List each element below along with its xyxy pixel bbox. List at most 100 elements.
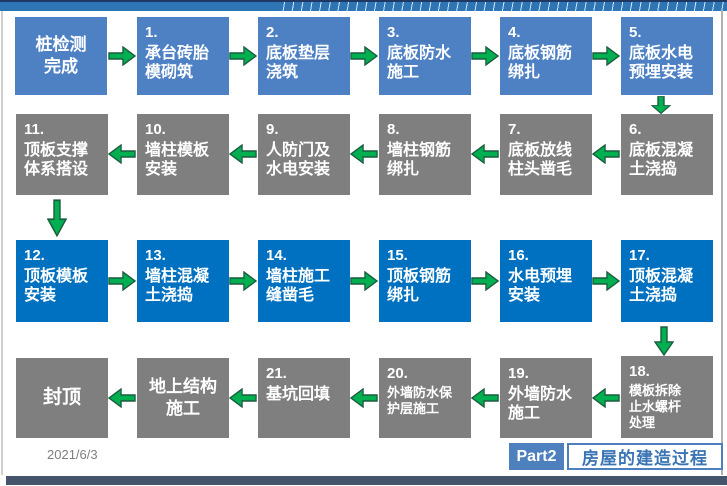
step-label: 底板垫层 浇筑 <box>266 45 331 82</box>
arrow-right-icon <box>350 46 378 66</box>
flow-box-step-4: 4. 底板钢筋 绑扎 <box>500 17 592 95</box>
flow-box-step-16: 16. 水电预埋 安装 <box>500 240 592 322</box>
step-number: 10. <box>145 121 166 138</box>
flow-box-step-15: 15. 顶板钢筋 绑扎 <box>379 240 471 322</box>
step-number: 8. <box>387 121 400 138</box>
flow-box-step-19: 19. 外墙防水 施工 <box>500 358 592 438</box>
step-number: 21. <box>266 365 287 382</box>
step-number: 17. <box>629 247 650 264</box>
step-number: 3. <box>387 24 400 41</box>
flow-box-end: 封顶 <box>16 358 108 438</box>
step-label: 墙柱模板 安装 <box>145 142 210 179</box>
flow-box-step-13: 13. 墙柱混凝 土浇捣 <box>137 240 229 322</box>
step-number: 7. <box>508 121 521 138</box>
arrow-left-icon <box>592 144 620 164</box>
flow-box-step-11: 11. 顶板支撑 体系搭设 <box>16 114 108 195</box>
step-number: 12. <box>24 247 45 264</box>
arrow-right-icon <box>350 271 378 291</box>
step-label: 墙柱钢筋 绑扎 <box>387 142 452 179</box>
step-label: 顶板支撑 体系搭设 <box>24 142 89 179</box>
step-label: 顶板钢筋 绑扎 <box>387 268 452 305</box>
arrow-left-icon <box>471 388 499 408</box>
arrow-left-icon <box>350 144 378 164</box>
step-number: 18. <box>629 363 650 380</box>
step-label: 模板拆除 止水螺杆 处理 <box>629 383 682 430</box>
right-edge-line <box>721 11 723 475</box>
step-number: 6. <box>629 121 642 138</box>
arrow-right-icon <box>471 271 499 291</box>
flow-box-step-18: 18. 模板拆除 止水螺杆 处理 <box>621 356 713 438</box>
flow-box-step-7: 7. 底板放线 柱头凿毛 <box>500 114 592 195</box>
step-label: 人防门及 水电安装 <box>266 142 331 179</box>
flow-box-ground-label: 地上结构 施工 <box>149 376 217 418</box>
arrow-down-icon <box>47 199 67 237</box>
step-label: 外墙防水 施工 <box>508 386 573 423</box>
arrow-left-icon <box>229 388 257 408</box>
arrow-right-icon <box>592 271 620 291</box>
flow-box-step-9: 9. 人防门及 水电安装 <box>258 114 350 195</box>
bottom-accent-band <box>6 476 727 485</box>
arrow-right-icon <box>108 271 136 291</box>
flow-box-step-12: 12. 顶板模板 安装 <box>16 240 108 322</box>
arrow-left-icon <box>350 388 378 408</box>
step-label: 承台砖胎 模砌筑 <box>145 45 210 82</box>
step-label: 基坑回填 <box>266 386 331 403</box>
arrow-right-icon <box>229 271 257 291</box>
left-edge-line <box>1 11 3 475</box>
step-label: 底板混凝 土浇捣 <box>629 142 694 179</box>
arrow-left-icon <box>229 144 257 164</box>
flow-box-step-6: 6. 底板混凝 土浇捣 <box>621 114 713 195</box>
step-label: 底板放线 柱头凿毛 <box>508 142 573 179</box>
flow-box-step-2: 2. 底板垫层 浇筑 <box>258 17 350 95</box>
arrow-down-icon <box>654 326 674 356</box>
step-label: 底板水电 预埋安装 <box>629 45 694 82</box>
step-label: 底板钢筋 绑扎 <box>508 45 573 82</box>
flow-box-ground-structure: 地上结构 施工 <box>137 358 229 438</box>
arrow-left-icon <box>108 144 136 164</box>
arrow-left-icon <box>108 388 136 408</box>
step-number: 16. <box>508 247 529 264</box>
flow-box-step-14: 14. 墙柱施工 缝凿毛 <box>258 240 350 322</box>
flow-box-start-label: 桩检测 完成 <box>35 34 87 76</box>
step-number: 4. <box>508 24 521 41</box>
part-title: 房屋的建造过程 <box>567 443 723 470</box>
slide-date: 2021/6/3 <box>47 447 98 462</box>
arrow-left-icon <box>592 388 620 408</box>
arrow-right-icon <box>108 46 136 66</box>
flow-box-end-label: 封顶 <box>42 386 81 408</box>
flow-box-step-10: 10. 墙柱模板 安装 <box>137 114 229 195</box>
arrow-right-icon <box>229 46 257 66</box>
step-label: 墙柱混凝 土浇捣 <box>145 268 210 305</box>
flow-box-step-5: 5. 底板水电 预埋安装 <box>621 17 713 95</box>
step-number: 11. <box>24 121 45 138</box>
step-label: 水电预埋 安装 <box>508 268 573 305</box>
step-number: 15. <box>387 247 408 264</box>
flow-box-step-1: 1. 承台砖胎 模砌筑 <box>137 17 229 95</box>
step-label: 顶板模板 安装 <box>24 268 89 305</box>
flow-box-step-20: 20. 外墙防水保 护层施工 <box>379 358 471 438</box>
step-label: 顶板混凝 土浇捣 <box>629 268 694 305</box>
step-number: 19. <box>508 365 529 382</box>
step-number: 2. <box>266 24 279 41</box>
flow-box-step-3: 3. 底板防水 施工 <box>379 17 471 95</box>
step-number: 13. <box>145 247 166 264</box>
flow-box-step-8: 8. 墙柱钢筋 绑扎 <box>379 114 471 195</box>
step-number: 20. <box>387 365 408 382</box>
step-label: 墙柱施工 缝凿毛 <box>266 268 331 305</box>
arrow-right-icon <box>471 46 499 66</box>
flow-box-step-21: 21. 基坑回填 <box>258 358 350 438</box>
step-number: 5. <box>629 24 642 41</box>
flow-box-start: 桩检测 完成 <box>15 17 107 95</box>
flow-box-step-17: 17. 顶板混凝 土浇捣 <box>621 240 713 322</box>
step-number: 9. <box>266 121 279 138</box>
arrow-right-icon <box>592 46 620 66</box>
step-label: 外墙防水保 护层施工 <box>387 385 453 416</box>
part-badge: Part2 <box>509 443 564 470</box>
top-accent-band <box>0 0 727 11</box>
arrow-left-icon <box>471 144 499 164</box>
arrow-down-icon <box>651 96 671 114</box>
diagonal-rays-decoration <box>276 2 727 11</box>
step-number: 1. <box>145 24 158 41</box>
step-number: 14. <box>266 247 287 264</box>
step-label: 底板防水 施工 <box>387 45 452 82</box>
